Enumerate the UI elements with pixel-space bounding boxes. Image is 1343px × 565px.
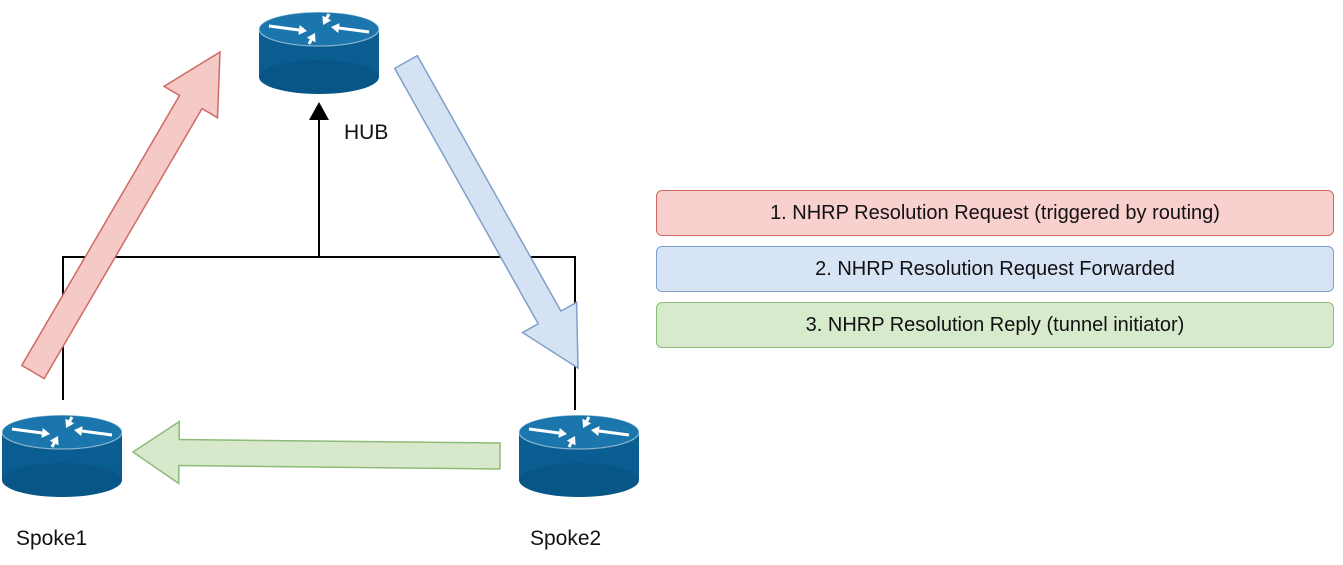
legend-item-reply: 3. NHRP Resolution Reply (tunnel initiat… <box>656 302 1334 348</box>
spoke2-label: Spoke2 <box>530 527 602 550</box>
legend-item-forwarded-text: 2. NHRP Resolution Request Forwarded <box>815 257 1175 280</box>
arrow-resolution-reply <box>131 420 501 485</box>
hub-label: HUB <box>344 121 389 144</box>
link-hub-arrowhead <box>309 102 329 120</box>
arrow-forwarded-shape <box>393 54 579 370</box>
link-spoke1-bus <box>62 256 576 410</box>
legend-item-request-text: 1. NHRP Resolution Request (triggered by… <box>770 201 1220 224</box>
arrow-reply-shape <box>131 420 501 485</box>
legend-item-forwarded: 2. NHRP Resolution Request Forwarded <box>656 246 1334 292</box>
legend-item-reply-text: 3. NHRP Resolution Reply (tunnel initiat… <box>805 313 1185 336</box>
arrow-resolution-request <box>20 50 221 380</box>
arrow-request-shape <box>20 50 221 380</box>
spoke2-router-icon[interactable] <box>518 414 640 497</box>
tunnel-links <box>62 102 576 410</box>
spoke1-label: Spoke1 <box>16 527 88 550</box>
legend-item-request: 1. NHRP Resolution Request (triggered by… <box>656 190 1334 236</box>
arrow-request-forwarded <box>393 54 579 370</box>
hub-router-icon[interactable] <box>258 11 380 94</box>
spoke1-router-icon[interactable] <box>1 414 123 497</box>
